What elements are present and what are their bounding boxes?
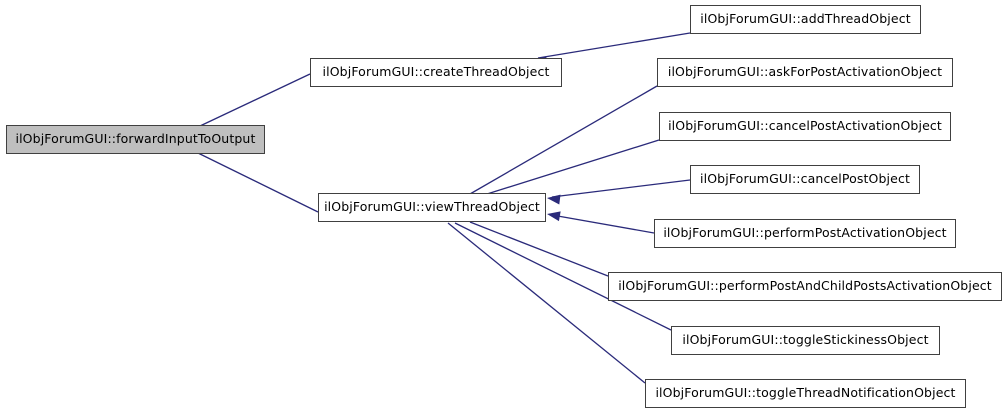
graph-node-toggleThreadNotificationObject[interactable]: ilObjForumGUI::toggleThreadNotificationO… [645, 379, 966, 408]
graph-node-toggleStickinessObject[interactable]: ilObjForumGUI::toggleStickinessObject [671, 326, 940, 355]
graph-node-askForPostActivationObject[interactable]: ilObjForumGUI::askForPostActivationObjec… [657, 58, 953, 87]
graph-node-label: ilObjForumGUI::forwardInputToOutput [15, 131, 256, 147]
graph-node-label: ilObjForumGUI::cancelPostActivationObjec… [668, 118, 942, 134]
graph-node-label: ilObjForumGUI::toggleStickinessObject [682, 332, 929, 348]
graph-edge [451, 210, 672, 331]
graph-node-cancelPostObject[interactable]: ilObjForumGUI::cancelPostObject [690, 165, 920, 194]
graph-node-label: ilObjForumGUI::viewThreadObject [324, 199, 540, 215]
graph-edge [466, 85, 658, 207]
graph-node-performPostActivationObject[interactable]: ilObjForumGUI::performPostActivationObje… [654, 219, 956, 248]
graph-node-viewThreadObject[interactable]: ilObjForumGUI::viewThreadObject [318, 193, 546, 222]
graph-node-performPostAndChildPostsActivationObject[interactable]: ilObjForumGUI::performPostAndChildPostsA… [608, 272, 1002, 301]
graph-node-forwardInputToOutput[interactable]: ilObjForumGUI::forwardInputToOutput [6, 125, 265, 154]
graph-node-label: ilObjForumGUI::toggleThreadNotificationO… [655, 385, 956, 401]
arrowhead [547, 194, 561, 205]
graph-node-label: ilObjForumGUI::addThreadObject [700, 11, 911, 27]
graph-node-addThreadObject[interactable]: ilObjForumGUI::addThreadObject [690, 5, 921, 34]
graph-node-label: ilObjForumGUI::askForPostActivationObjec… [667, 64, 943, 80]
graph-node-label: ilObjForumGUI::performPostAndChildPostsA… [618, 278, 992, 294]
graph-node-label: ilObjForumGUI::cancelPostObject [700, 171, 910, 187]
graph-node-label: ilObjForumGUI::performPostActivationObje… [663, 225, 947, 241]
graph-node-cancelPostActivationObject[interactable]: ilObjForumGUI::cancelPostActivationObjec… [659, 112, 951, 141]
arrowhead [547, 211, 561, 222]
graph-node-createThreadObject[interactable]: ilObjForumGUI::createThreadObject [310, 58, 562, 87]
graph-edge [547, 211, 655, 234]
graph-node-label: ilObjForumGUI::createThreadObject [322, 64, 550, 80]
graph-edge [547, 179, 691, 205]
